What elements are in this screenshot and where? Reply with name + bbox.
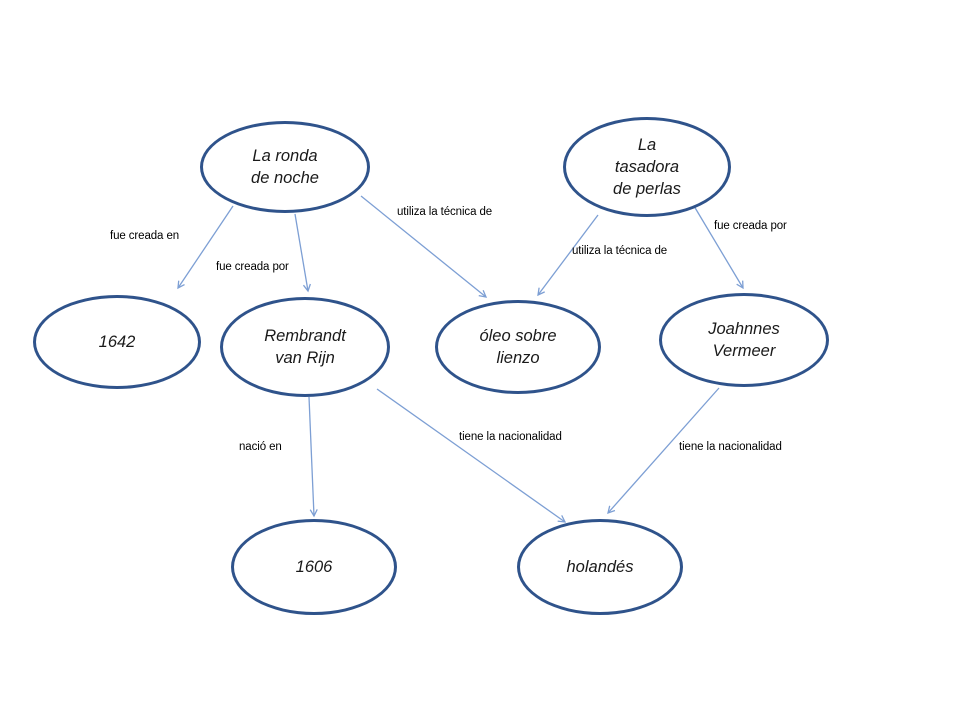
edge-arrow-nacionalidad-vermeer: [607, 387, 720, 515]
edge-arrow-creada-por-vermeer: [693, 205, 744, 290]
edge-label-tecnica-ronda: utiliza la técnica de: [397, 206, 493, 218]
edge-arrow-nacio-en: [308, 396, 318, 518]
edge-arrow-tecnica-ronda: [360, 195, 488, 298]
edge-label-nacionalidad-vermeer: tiene la nacionalidad: [679, 441, 782, 453]
edge-label-nacio-en: nació en: [239, 441, 282, 453]
edge-label-creada-por-rembrandt: fue creada por: [216, 261, 289, 273]
node-year-1642: 1642: [33, 295, 201, 389]
edge-arrow-creada-por-rembrandt: [294, 213, 311, 293]
node-pearl-weigher: La tasadora de perlas: [563, 117, 731, 217]
node-rembrandt-label: Rembrandt van Rijn: [264, 326, 346, 367]
node-year-1606: 1606: [231, 519, 397, 615]
edge-arrow-nacionalidad-rembrandt: [376, 388, 567, 523]
node-year-1606-label: 1606: [295, 557, 333, 576]
edge-label-creada-en: fue creada en: [110, 230, 180, 242]
node-year-1642-label: 1642: [98, 332, 136, 351]
node-dutch: holandés: [517, 519, 683, 615]
edge-arrow-tecnica-tasadora: [537, 214, 599, 297]
node-oil-on-canvas: óleo sobre lienzo: [435, 300, 601, 394]
edge-label-tecnica-tasadora: utiliza la técnica de: [572, 245, 668, 257]
node-rembrandt: Rembrandt van Rijn: [220, 297, 390, 397]
node-dutch-label: holandés: [566, 557, 634, 576]
node-oil-on-canvas-label: óleo sobre lienzo: [479, 326, 557, 367]
node-night-watch-label: La ronda de noche: [251, 146, 319, 187]
edge-label-nacionalidad-rembrandt: tiene la nacionalidad: [459, 431, 562, 443]
node-vermeer: Joahnnes Vermeer: [659, 293, 829, 387]
node-vermeer-label: Joahnnes Vermeer: [708, 319, 780, 360]
node-night-watch: La ronda de noche: [200, 121, 370, 213]
edge-arrow-creada-en: [177, 205, 234, 290]
edge-label-creada-por-vermeer: fue creada por: [714, 220, 787, 232]
node-pearl-weigher-label: La tasadora de perlas: [613, 135, 681, 199]
